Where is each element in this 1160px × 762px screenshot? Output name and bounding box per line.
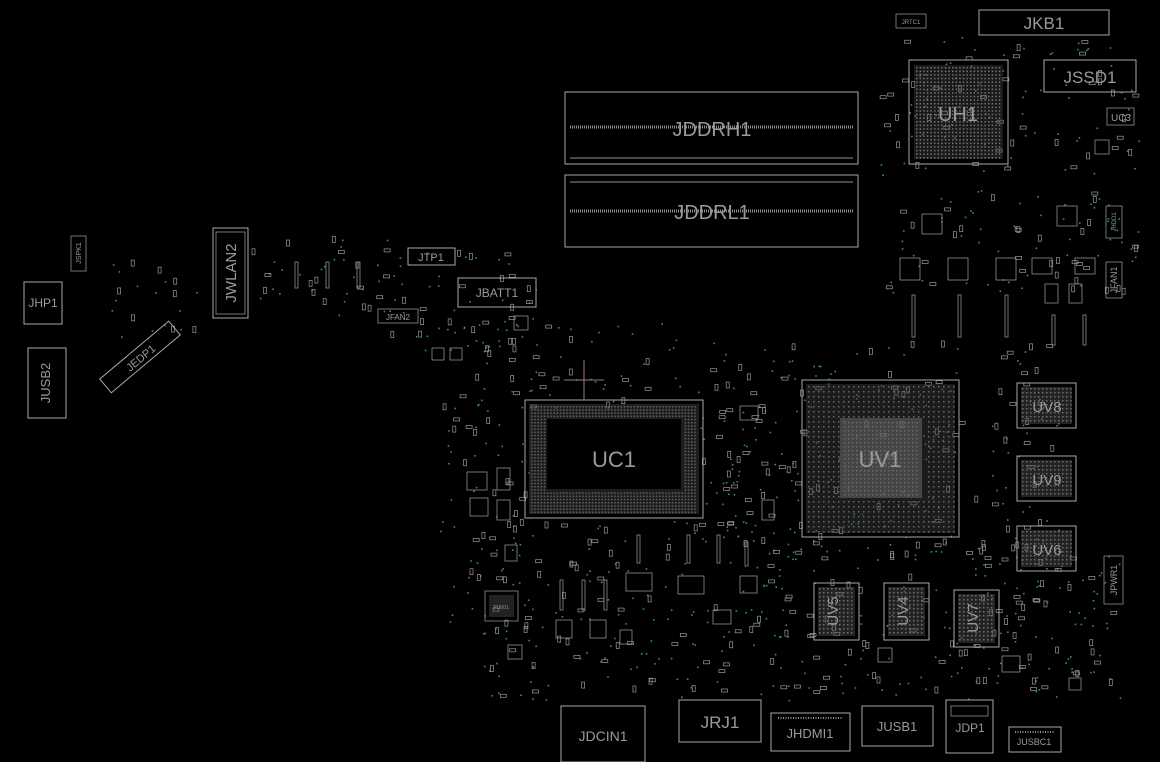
connector-jspk1-label: JSPK1 <box>76 242 83 264</box>
connector-jfan2[interactable]: JFAN2 <box>377 308 419 324</box>
chip-uh1-label: UH1 <box>938 104 978 126</box>
chip-uv4-label: UV4 <box>895 596 912 625</box>
chip-uv1[interactable]: UV1 <box>801 379 960 538</box>
chip-uv4[interactable]: UV4 <box>883 582 930 641</box>
connector-jtp1[interactable]: JTP1 <box>407 247 456 266</box>
chip-pu601[interactable]: PU601 <box>484 590 519 622</box>
connector-jhp1[interactable]: JHP1 <box>23 281 63 325</box>
connector-jusbc1-label: JUSBC1 <box>1017 737 1052 747</box>
connector-jusb1-label: JUSB1 <box>877 719 917 734</box>
chip-uv8[interactable]: UV8 <box>1016 382 1077 429</box>
connector-jusbc1[interactable]: JUSBC1 <box>1008 726 1062 753</box>
connector-jkb1[interactable]: JKB1 <box>978 9 1110 36</box>
connector-jdp1[interactable]: JDP1 <box>945 699 994 754</box>
chip-pu601-label: PU601 <box>493 605 509 611</box>
connector-jspk1[interactable]: JSPK1 <box>70 235 87 272</box>
chip-uc3-label: UC3 <box>1111 113 1131 124</box>
connector-jdcin1[interactable]: JDCIN1 <box>560 705 646 762</box>
chip-uv7[interactable]: UV7 <box>953 589 1000 648</box>
connector-jssd1[interactable]: JSSD1 <box>1043 59 1137 93</box>
connector-jwlan2-label: JWLAN2 <box>223 243 240 302</box>
connector-jtp1-label: JTP1 <box>418 252 444 264</box>
connector-jwlan2[interactable]: JWLAN2 <box>212 227 249 319</box>
chip-uv8-label: UV8 <box>1032 399 1061 416</box>
connector-jddrh1[interactable]: JDDRH1 <box>564 91 859 165</box>
chip-uv9[interactable]: UV9 <box>1016 455 1077 502</box>
connector-jrtc1[interactable]: JRTC1 <box>895 13 927 29</box>
chip-uc1[interactable]: UC1 <box>524 399 704 519</box>
connector-jhp1-label: JHP1 <box>28 296 58 310</box>
connector-jhdd1[interactable]: JHDD1 <box>1105 205 1123 239</box>
connector-jddrl1-label: JDDRL1 <box>674 202 750 224</box>
connector-jusb2[interactable]: JUSB2 <box>27 347 67 419</box>
connector-jhdmi1[interactable]: JHDMI1 <box>770 712 851 752</box>
crosshair-icon <box>564 360 604 400</box>
connector-jbatt1-label: JBATT1 <box>476 286 519 300</box>
chip-uh1[interactable]: UH1 <box>908 59 1009 165</box>
chip-uv5[interactable]: UV5 <box>813 582 860 641</box>
connector-jfan2-label: JFAN2 <box>386 313 411 322</box>
connector-jhdmi1-label: JHDMI1 <box>787 726 834 741</box>
connector-jddrl1[interactable]: JDDRL1 <box>564 174 859 248</box>
connector-jfan1-label: JFAN1 <box>1109 266 1119 293</box>
connector-jdcin1-label: JDCIN1 <box>578 728 627 744</box>
connector-jdp1-label: JDP1 <box>955 721 985 735</box>
connector-jusb1[interactable]: JUSB1 <box>861 705 934 747</box>
connector-jpwr1-label: JPWR1 <box>1109 565 1119 596</box>
chip-uv6-label: UV6 <box>1032 542 1061 559</box>
connector-jfan1[interactable]: JFAN1 <box>1105 261 1123 299</box>
connector-jrj1-label: JRJ1 <box>701 713 740 732</box>
connector-jrtc1-label: JRTC1 <box>902 20 921 26</box>
chip-uv6[interactable]: UV6 <box>1016 525 1077 572</box>
chip-uc1-label: UC1 <box>592 447 636 472</box>
connector-jbatt1[interactable]: JBATT1 <box>457 277 537 308</box>
connector-jrj1[interactable]: JRJ1 <box>678 699 762 743</box>
connector-jusb2-label: JUSB2 <box>38 363 53 403</box>
connector-jhdd1-label: JHDD1 <box>1112 212 1118 232</box>
chip-uv5-label: UV5 <box>825 596 842 625</box>
chip-uv1-label: UV1 <box>859 447 902 472</box>
connector-jkb1-label: JKB1 <box>1024 14 1065 33</box>
small-ic-footprints <box>431 139 1110 691</box>
chip-uc3[interactable]: UC3 <box>1106 107 1135 126</box>
chip-uv7-label: UV7 <box>965 603 982 632</box>
chip-uv9-label: UV9 <box>1032 472 1061 489</box>
connector-jssd1-label: JSSD1 <box>1064 68 1117 87</box>
power-rail-slots <box>294 261 1087 611</box>
connector-jedp1-label: JEDP1 <box>124 343 158 374</box>
connector-jpwr1[interactable]: JPWR1 <box>1103 555 1124 605</box>
connector-jddrh1-label: JDDRH1 <box>673 119 752 141</box>
connector-jedp1[interactable]: JEDP1 <box>99 320 181 394</box>
